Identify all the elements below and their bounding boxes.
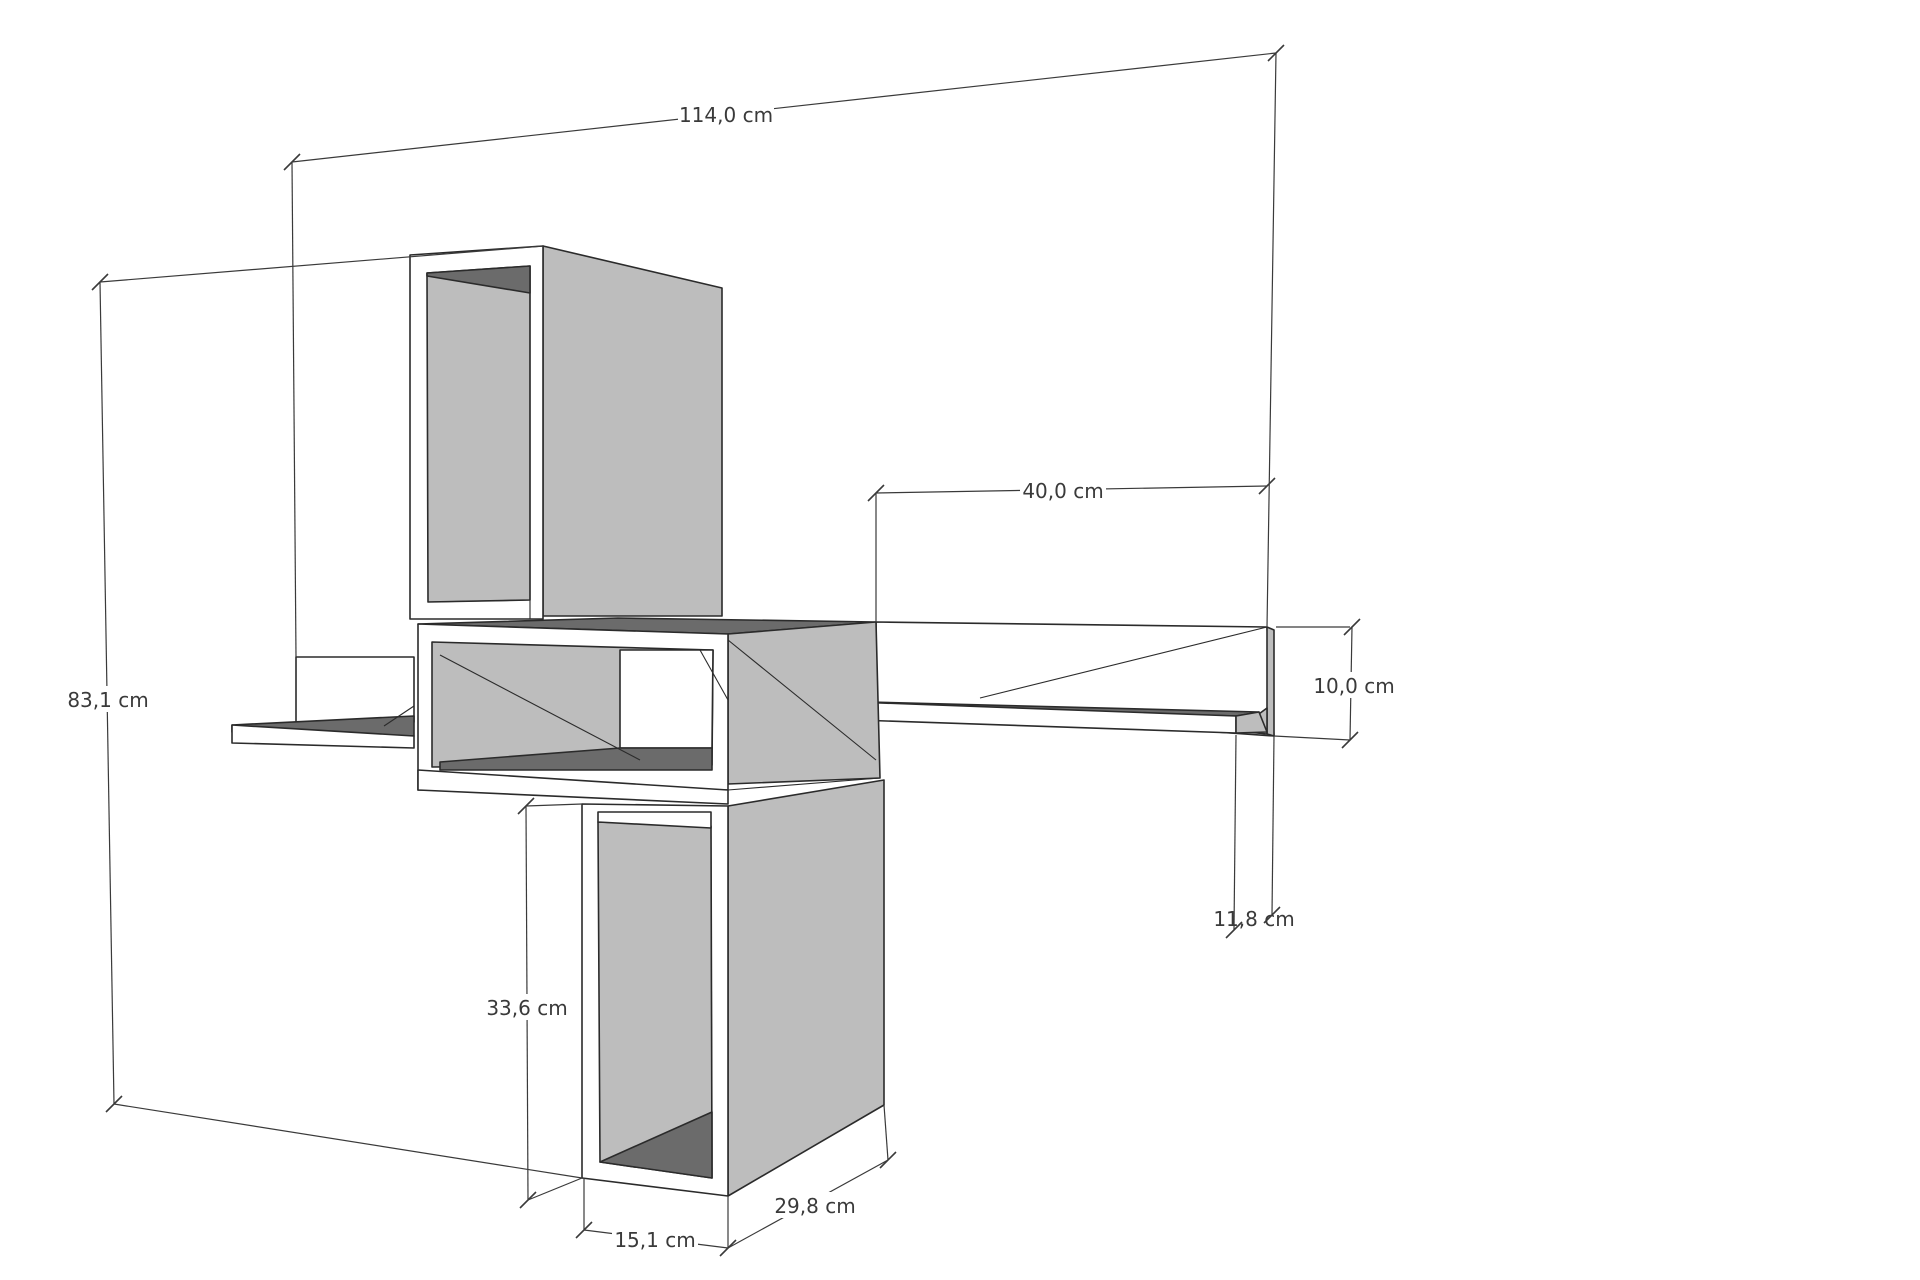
dimension-lower-height: 33,6 cm — [482, 797, 583, 1209]
label-shelf-depth: 11,8 cm — [1213, 907, 1294, 931]
top-box — [409, 245, 723, 620]
left-shelf — [231, 656, 415, 749]
label-lower-height: 33,6 cm — [486, 996, 567, 1020]
dimension-cube-depth: 29,8 cm — [727, 1104, 897, 1249]
label-cube-width: 15,1 cm — [614, 1228, 695, 1252]
dimension-total-width: 114,0 cm — [283, 44, 1285, 658]
dimension-shelf-height: 10,0 cm — [1273, 618, 1400, 749]
label-shelf-height: 10,0 cm — [1313, 674, 1394, 698]
label-cube-depth: 29,8 cm — [774, 1194, 855, 1218]
label-total-height: 83,1 cm — [67, 688, 148, 712]
label-total-width: 114,0 cm — [679, 103, 773, 127]
dimension-cube-width: 15,1 cm — [575, 1178, 737, 1257]
right-shelf — [827, 621, 1275, 737]
label-shelf-length: 40,0 cm — [1022, 479, 1103, 503]
dimension-total-height: 83,1 cm — [62, 245, 583, 1179]
dimension-shelf-depth: 11,8 cm — [1213, 734, 1295, 939]
middle-box — [417, 617, 881, 805]
lower-box — [581, 779, 885, 1197]
dimension-shelf-length: 40,0 cm — [867, 477, 1276, 622]
